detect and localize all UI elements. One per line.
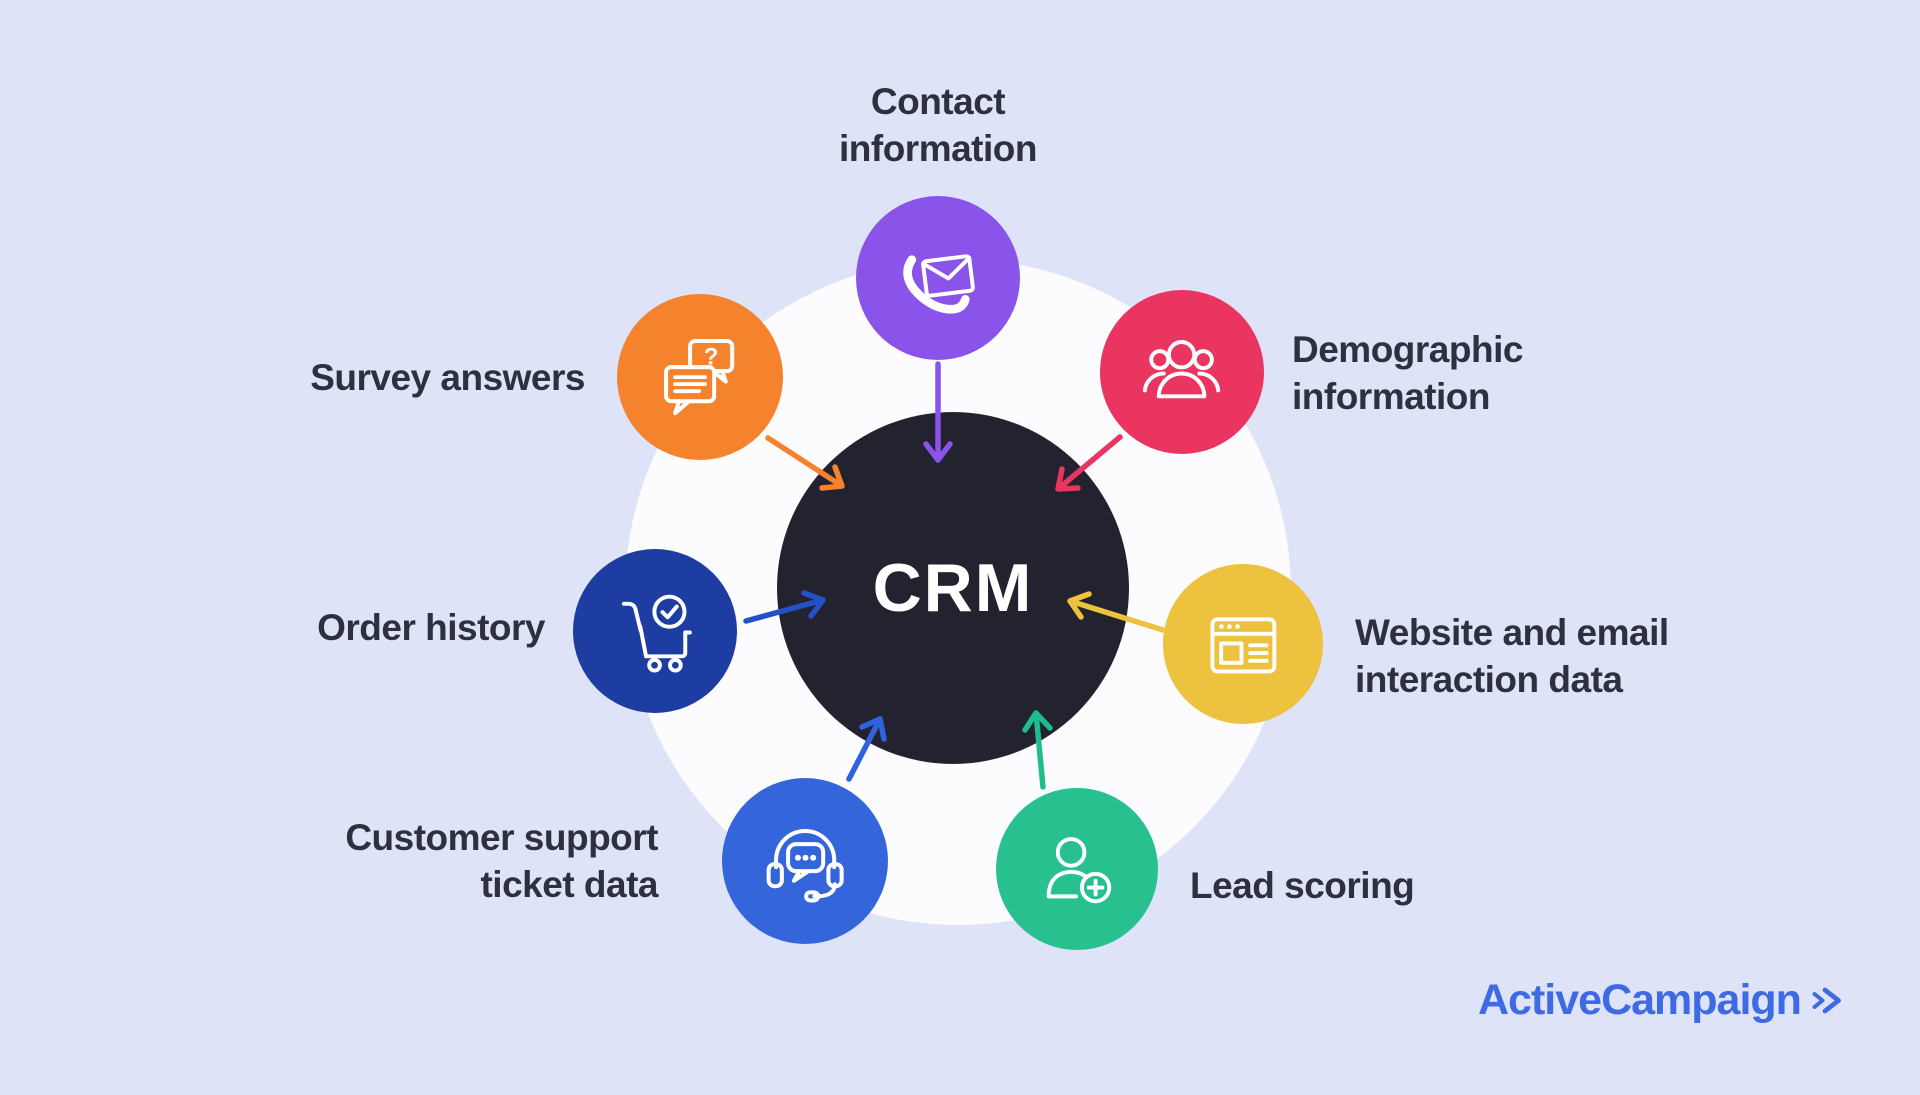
arrow-order-history [743,590,826,624]
label-customer-support: Customer support ticket data [208,814,658,908]
node-circle-customer-support [722,778,888,944]
arrow-lead-scoring [1022,710,1053,790]
label-line: Demographic [1292,329,1523,370]
survey-bubbles-icon: ? [663,338,735,416]
label-line: Order history [317,607,545,648]
label-line: Website and email [1355,612,1669,653]
label-line: information [839,128,1037,169]
label-website-email: Website and email interaction data [1355,609,1669,703]
arrow-survey-answers [765,435,845,491]
node-circle-survey-answers: ? [617,294,783,460]
label-line: interaction data [1355,659,1623,700]
arrow-customer-support [846,716,887,782]
headset-chat-icon [766,828,844,903]
activecampaign-logo-text: ActiveCampaign [1478,976,1802,1024]
label-lead-scoring: Lead scoring [1190,862,1415,909]
node-circle-contact-information [856,196,1020,360]
label-survey-answers: Survey answers [185,354,585,401]
arrow-contact-information [923,361,953,463]
label-line: information [1292,376,1490,417]
person-add-icon [1046,837,1112,904]
node-circle-order-history [573,549,737,713]
cart-check-icon [622,595,693,673]
label-line: Contact [870,81,1006,122]
label-order-history: Order history [195,604,545,651]
label-line: Customer support [345,817,658,858]
label-contact-information: Contact information [738,78,1138,172]
node-circle-website-email [1163,564,1323,724]
label-line: Survey answers [310,357,585,398]
activecampaign-logo: ActiveCampaign [1478,976,1845,1025]
crm-center-label: CRM [872,550,1034,626]
question-mark-glyph: ? [704,343,719,370]
people-group-icon [1143,340,1221,399]
label-line: ticket data [480,864,658,905]
arrow-demographic-information [1055,434,1123,492]
arrow-website-email [1067,591,1166,633]
node-circle-lead-scoring [996,788,1158,950]
label-demographic-information: Demographic information [1292,326,1523,420]
phone-envelope-icon [903,254,976,315]
double-chevron-right-icon [1812,987,1841,1013]
node-circle-demographic-information [1100,290,1264,454]
browser-window-icon [1210,616,1276,673]
label-line: Lead scoring [1190,865,1415,906]
